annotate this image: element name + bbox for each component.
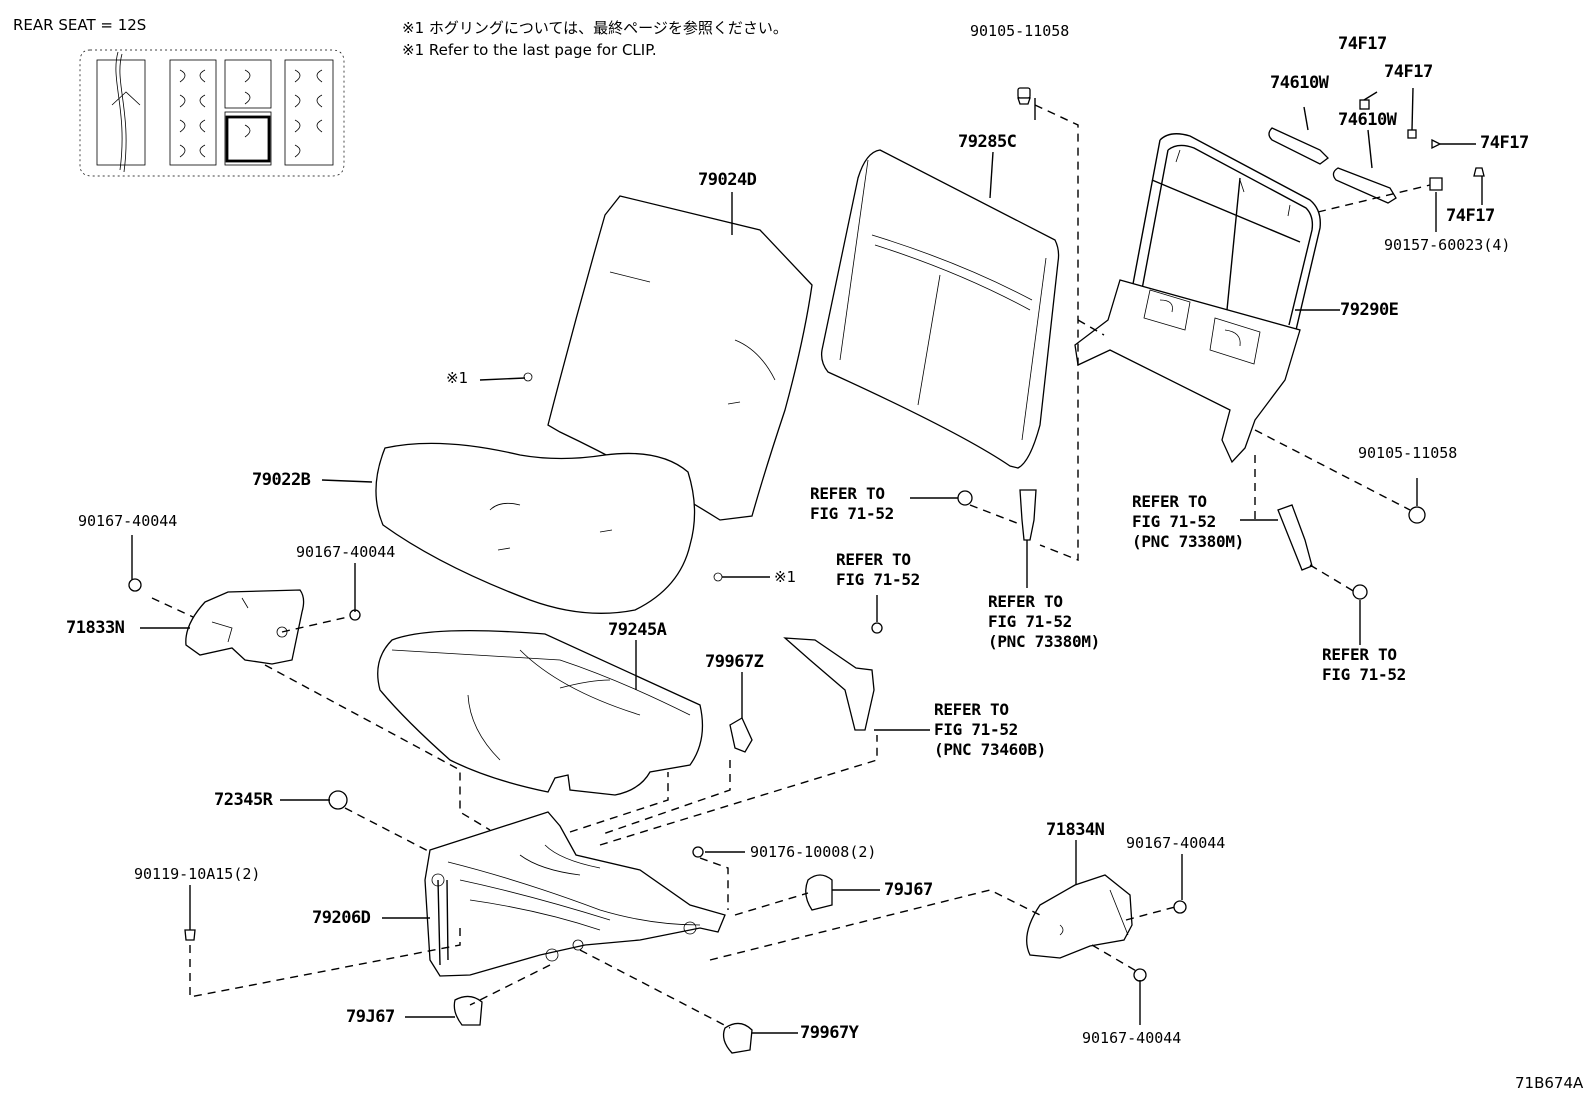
part-74610W-a[interactable]: 74610W bbox=[1270, 73, 1329, 93]
part-90176-10008[interactable]: 90176-10008(2) bbox=[750, 843, 877, 861]
part-71833N[interactable]: 71833N bbox=[66, 618, 125, 638]
part-74F17-d[interactable]: 74F17 bbox=[1446, 206, 1495, 226]
seat-position-label: REAR SEAT = 12S bbox=[13, 16, 147, 34]
cushion-cover-79022B bbox=[375, 442, 696, 614]
part-90167-40044-a[interactable]: 90167-40044 bbox=[78, 512, 178, 530]
part-90119-10A15[interactable]: 90119-10A15(2) bbox=[134, 865, 261, 883]
headrest-support-74610W bbox=[1268, 127, 1397, 204]
clip-note-english: ※1 Refer to the last page for CLIP. bbox=[402, 41, 657, 59]
part-79967Z[interactable]: 79967Z bbox=[705, 652, 764, 672]
part-90167-40044-c[interactable]: 90167-40044 bbox=[1126, 834, 1226, 852]
clip-note-japanese: ※1 ホグリングについては、最終ページを参照ください。 bbox=[402, 19, 788, 37]
seatback-cover-79024D bbox=[547, 195, 813, 521]
part-79245A[interactable]: 79245A bbox=[608, 620, 667, 640]
part-71834N[interactable]: 71834N bbox=[1046, 820, 1105, 840]
part-79285C[interactable]: 79285C bbox=[958, 132, 1017, 152]
leader-lines bbox=[131, 87, 1483, 1034]
part-74F17-b[interactable]: 74F17 bbox=[1384, 62, 1433, 82]
74F17-clip-a bbox=[1359, 99, 1370, 110]
refer-fig-71-52-c[interactable]: REFER TO FIG 71-52 bbox=[836, 550, 920, 589]
cushion-pad-79245A bbox=[377, 629, 704, 796]
refer-fig-71-52-a[interactable]: REFER TO FIG 71-52 bbox=[810, 484, 894, 523]
part-74610W-b[interactable]: 74610W bbox=[1338, 110, 1397, 130]
part-90105-11058-right[interactable]: 90105-11058 bbox=[1358, 444, 1458, 462]
cushion-frame-79206D bbox=[424, 811, 726, 977]
part-90157-60023[interactable]: 90157-60023(4) bbox=[1384, 236, 1511, 254]
side-cover-71834N bbox=[1026, 874, 1133, 959]
part-79967Y[interactable]: 79967Y bbox=[800, 1023, 859, 1043]
seatback-pad-79285C bbox=[820, 149, 1060, 469]
part-79J67-a[interactable]: 79J67 bbox=[884, 880, 933, 900]
refer-fig-71-52-f[interactable]: REFER TO FIG 71-52 bbox=[1322, 645, 1406, 684]
refer-fig-71-52-pnc-73460b[interactable]: REFER TO FIG 71-52 (PNC 73460B) bbox=[934, 700, 1046, 759]
refer-fig-71-52-pnc-73380m-right[interactable]: REFER TO FIG 71-52 (PNC 73380M) bbox=[1132, 492, 1244, 551]
part-79J67-b[interactable]: 79J67 bbox=[346, 1007, 395, 1027]
part-90105-11058-top[interactable]: 90105-11058 bbox=[970, 22, 1070, 40]
part-79206D[interactable]: 79206D bbox=[312, 908, 371, 928]
refer-fig-71-52-pnc-73380m-center[interactable]: REFER TO FIG 71-52 (PNC 73380M) bbox=[988, 592, 1100, 651]
part-74F17-c[interactable]: 74F17 bbox=[1480, 133, 1529, 153]
part-79024D[interactable]: 79024D bbox=[698, 170, 757, 190]
seat-layout-locator bbox=[79, 49, 345, 177]
part-90167-40044-d[interactable]: 90167-40044 bbox=[1082, 1029, 1182, 1047]
clip-marker-right: ※1 bbox=[774, 568, 797, 586]
part-90167-40044-b[interactable]: 90167-40044 bbox=[296, 543, 396, 561]
dashed-lines bbox=[151, 104, 1431, 1029]
seatback-frame-79290E bbox=[1074, 133, 1321, 464]
selected-seat-position bbox=[225, 115, 271, 163]
part-74F17-a[interactable]: 74F17 bbox=[1338, 34, 1387, 54]
side-cover-71833N bbox=[185, 589, 305, 665]
part-79290E[interactable]: 79290E bbox=[1340, 300, 1399, 320]
part-79022B[interactable]: 79022B bbox=[252, 470, 311, 490]
part-72345R[interactable]: 72345R bbox=[214, 790, 273, 810]
small-parts bbox=[128, 87, 1485, 1054]
figure-id: 71B674A bbox=[1515, 1074, 1584, 1092]
clip-marker-left: ※1 bbox=[446, 369, 469, 387]
